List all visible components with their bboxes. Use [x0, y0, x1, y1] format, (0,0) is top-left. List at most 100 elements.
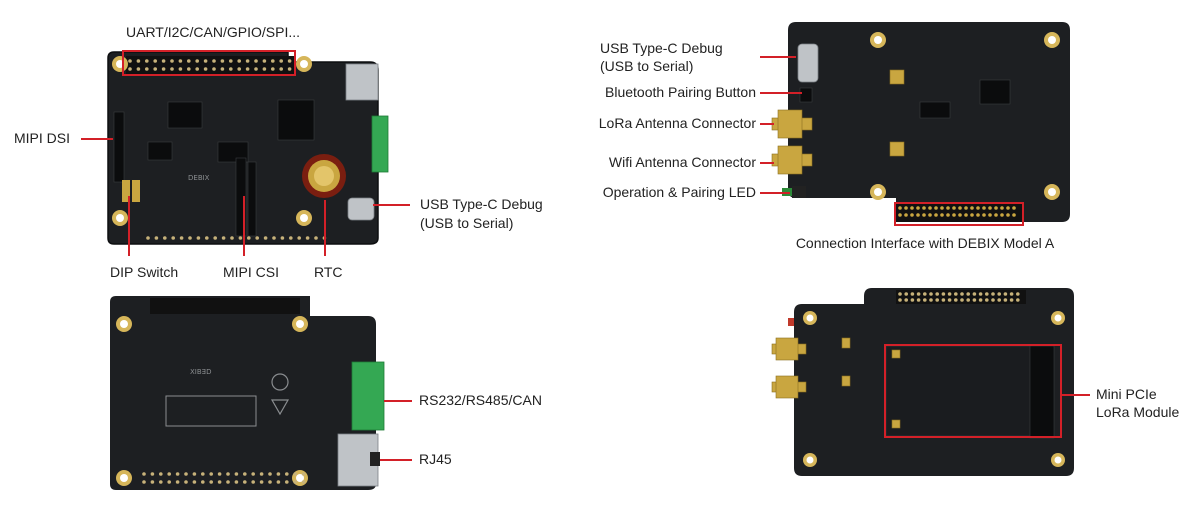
label-rs232-rs485-can: RS232/RS485/CAN — [419, 392, 542, 408]
header-pin — [958, 206, 962, 210]
label-bluetooth-pairing-button: Bluetooth Pairing Button — [605, 84, 756, 100]
header-pin — [954, 298, 958, 302]
lead-usb-debug-tl — [373, 204, 410, 206]
lead-usb-debug-tr — [760, 56, 796, 58]
label-usb-debug-tl-line2: (USB to Serial) — [420, 215, 514, 231]
header-pin — [1016, 298, 1020, 302]
label-lora-antenna: LoRa Antenna Connector — [598, 115, 756, 131]
header-pin — [178, 67, 183, 71]
header-pin — [910, 206, 914, 210]
header-pin — [212, 67, 216, 71]
header-pin — [922, 206, 926, 210]
header-pin — [201, 480, 205, 484]
lead-mipi-csi — [243, 196, 245, 256]
highlight-mini-pcie — [884, 344, 1062, 438]
header-pin — [217, 480, 222, 484]
header-pin — [136, 59, 141, 63]
header-pin — [237, 59, 241, 63]
header-pin — [994, 213, 998, 217]
header-pin — [136, 67, 141, 71]
header-pin — [297, 236, 301, 240]
header-pin — [898, 213, 902, 217]
header-pin — [898, 298, 902, 302]
header-pin — [982, 206, 986, 210]
board-bottom-left: XIBƎD — [110, 296, 385, 490]
highlight-top-header — [122, 50, 296, 76]
header-pin — [285, 480, 289, 484]
header-pin — [952, 206, 956, 210]
header-pin — [293, 472, 297, 476]
header-pin — [220, 59, 225, 63]
header-pin — [997, 292, 1001, 296]
header-pin — [960, 298, 964, 302]
header-pin — [910, 298, 915, 302]
header-pin — [213, 236, 217, 240]
lead-mipi-dsi — [81, 138, 113, 140]
header-pin — [978, 298, 983, 302]
header-pin — [1000, 206, 1004, 210]
header-pin — [940, 206, 944, 210]
label-dip-switch: DIP Switch — [110, 264, 179, 280]
header-pin — [159, 472, 163, 476]
header-pin — [964, 206, 968, 210]
header-pin — [178, 59, 183, 63]
header-pin — [922, 213, 926, 217]
label-operation-pairing-led: Operation & Pairing LED — [602, 184, 756, 200]
header-pin — [179, 236, 184, 240]
header-pin — [161, 59, 166, 63]
header-pin — [237, 67, 241, 71]
header-pin — [167, 472, 171, 476]
label-wifi-antenna: Wifi Antenna Connector — [608, 154, 756, 170]
header-pin — [910, 213, 914, 217]
header-pin — [1000, 213, 1004, 217]
header-pin — [230, 236, 234, 240]
header-pin — [958, 213, 962, 217]
header-pin — [916, 298, 921, 302]
header-pin — [985, 298, 989, 302]
header-pin — [262, 59, 267, 63]
header-pin — [279, 67, 283, 71]
header-pin — [195, 67, 199, 71]
header-pin — [171, 236, 175, 240]
header-pin — [161, 67, 166, 71]
header-pin — [947, 292, 952, 296]
header-pin — [910, 292, 915, 296]
header-pin — [954, 292, 958, 296]
header-pin — [285, 472, 289, 476]
header-pin — [142, 480, 146, 484]
header-pin — [221, 236, 226, 240]
header-pin — [263, 236, 268, 240]
header-pin — [226, 480, 230, 484]
header-pin — [293, 480, 297, 484]
svg-text:XIBƎD: XIBƎD — [190, 368, 211, 376]
header-pin — [904, 206, 908, 210]
header-pin — [904, 213, 908, 217]
header-pin — [934, 213, 938, 217]
header-pin — [991, 292, 995, 296]
header-pin — [978, 292, 983, 296]
header-pin — [226, 472, 230, 476]
header-pin — [192, 480, 197, 484]
header-pin — [145, 67, 149, 71]
header-pin — [946, 213, 950, 217]
header-pin — [1016, 292, 1020, 296]
header-pin — [170, 59, 174, 63]
header-pin — [229, 59, 233, 63]
header-pin — [305, 236, 310, 240]
label-rtc: RTC — [314, 264, 343, 280]
header-pin — [159, 480, 163, 484]
header-pin — [245, 67, 250, 71]
header-pin — [916, 292, 921, 296]
header-pin — [245, 59, 250, 63]
label-mini-pcie-line1: Mini PCIe — [1096, 386, 1157, 402]
header-pin — [279, 59, 283, 63]
header-pin — [229, 67, 233, 71]
header-pin — [941, 298, 946, 302]
board-top-right — [771, 22, 1070, 222]
header-pin — [947, 298, 952, 302]
header-pin — [1012, 206, 1016, 210]
header-pin — [935, 292, 939, 296]
header-pin — [209, 472, 213, 476]
header-pin — [163, 236, 167, 240]
header-pin — [935, 298, 939, 302]
